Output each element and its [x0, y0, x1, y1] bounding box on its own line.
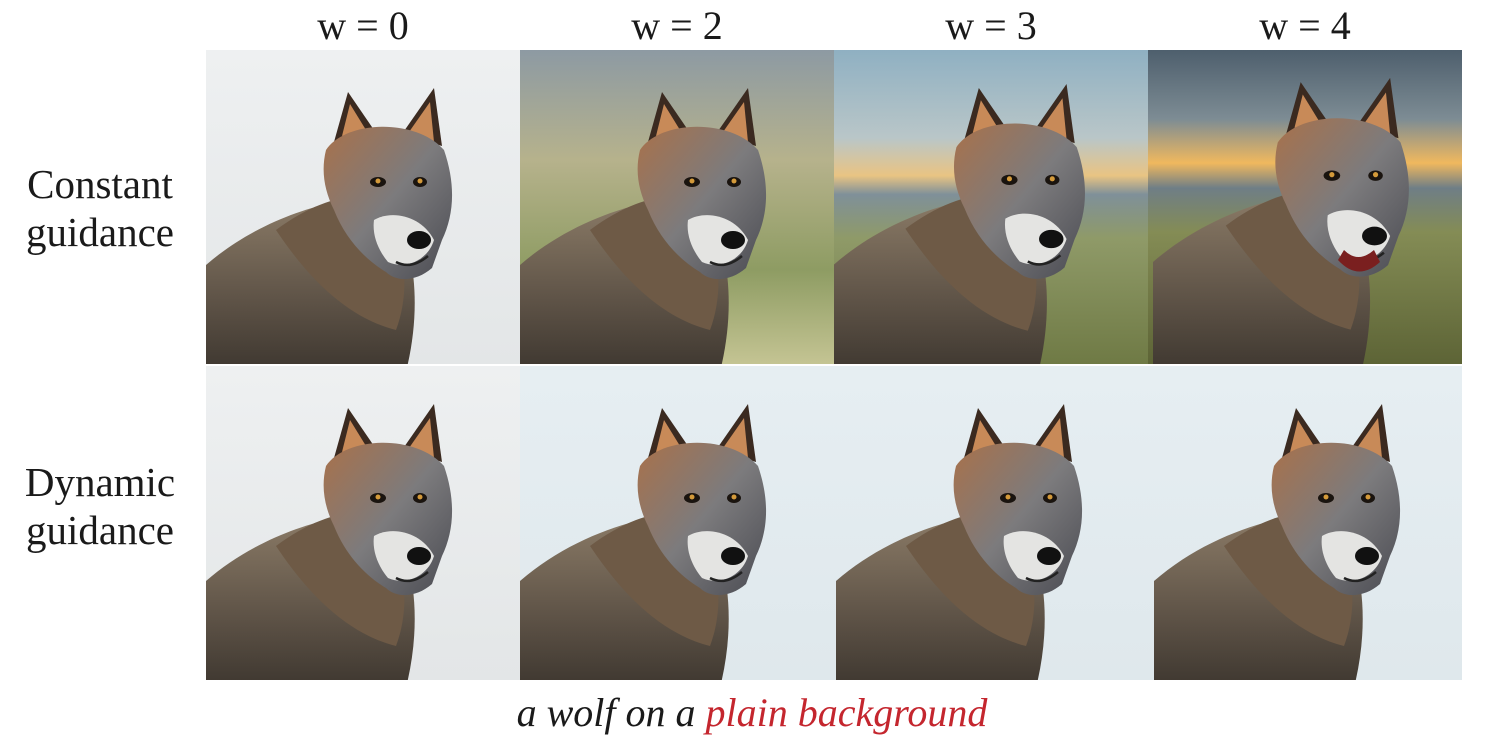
caption-highlight: plain background: [705, 690, 988, 735]
wolf-image: [206, 50, 520, 364]
image-dynamic-w3: [834, 366, 1148, 680]
wolf-image: [520, 366, 834, 680]
wolf-image: [206, 366, 520, 680]
row-label-constant: Constant guidance: [0, 160, 200, 256]
image-dynamic-w4: [1148, 366, 1462, 680]
image-dynamic-w0: [206, 366, 520, 680]
caption-prefix: a wolf on a: [516, 690, 696, 735]
row-label-dynamic: Dynamic guidance: [0, 458, 200, 554]
wolf-image: [1148, 50, 1462, 364]
image-constant-w0: [206, 50, 520, 364]
column-header-w4: w = 4: [1259, 3, 1351, 48]
column-header-w0: w = 0: [317, 3, 409, 48]
figure-caption: a wolf on a plain background: [0, 688, 1504, 738]
wolf-image: [834, 366, 1148, 680]
wolf-image: [1148, 366, 1462, 680]
row-label-constant-line1: Constant: [27, 161, 173, 207]
image-grid: [206, 50, 1464, 683]
row-label-constant-line2: guidance: [26, 209, 174, 255]
column-header-w2: w = 2: [631, 3, 723, 48]
row-label-dynamic-line2: guidance: [26, 507, 174, 553]
image-constant-w4: [1148, 50, 1462, 364]
column-header-w3: w = 3: [945, 3, 1037, 48]
row-label-dynamic-line1: Dynamic: [24, 459, 176, 505]
wolf-image: [520, 50, 834, 364]
wolf-image: [834, 50, 1148, 364]
image-constant-w3: [834, 50, 1148, 364]
image-dynamic-w2: [520, 366, 834, 680]
image-constant-w2: [520, 50, 834, 364]
